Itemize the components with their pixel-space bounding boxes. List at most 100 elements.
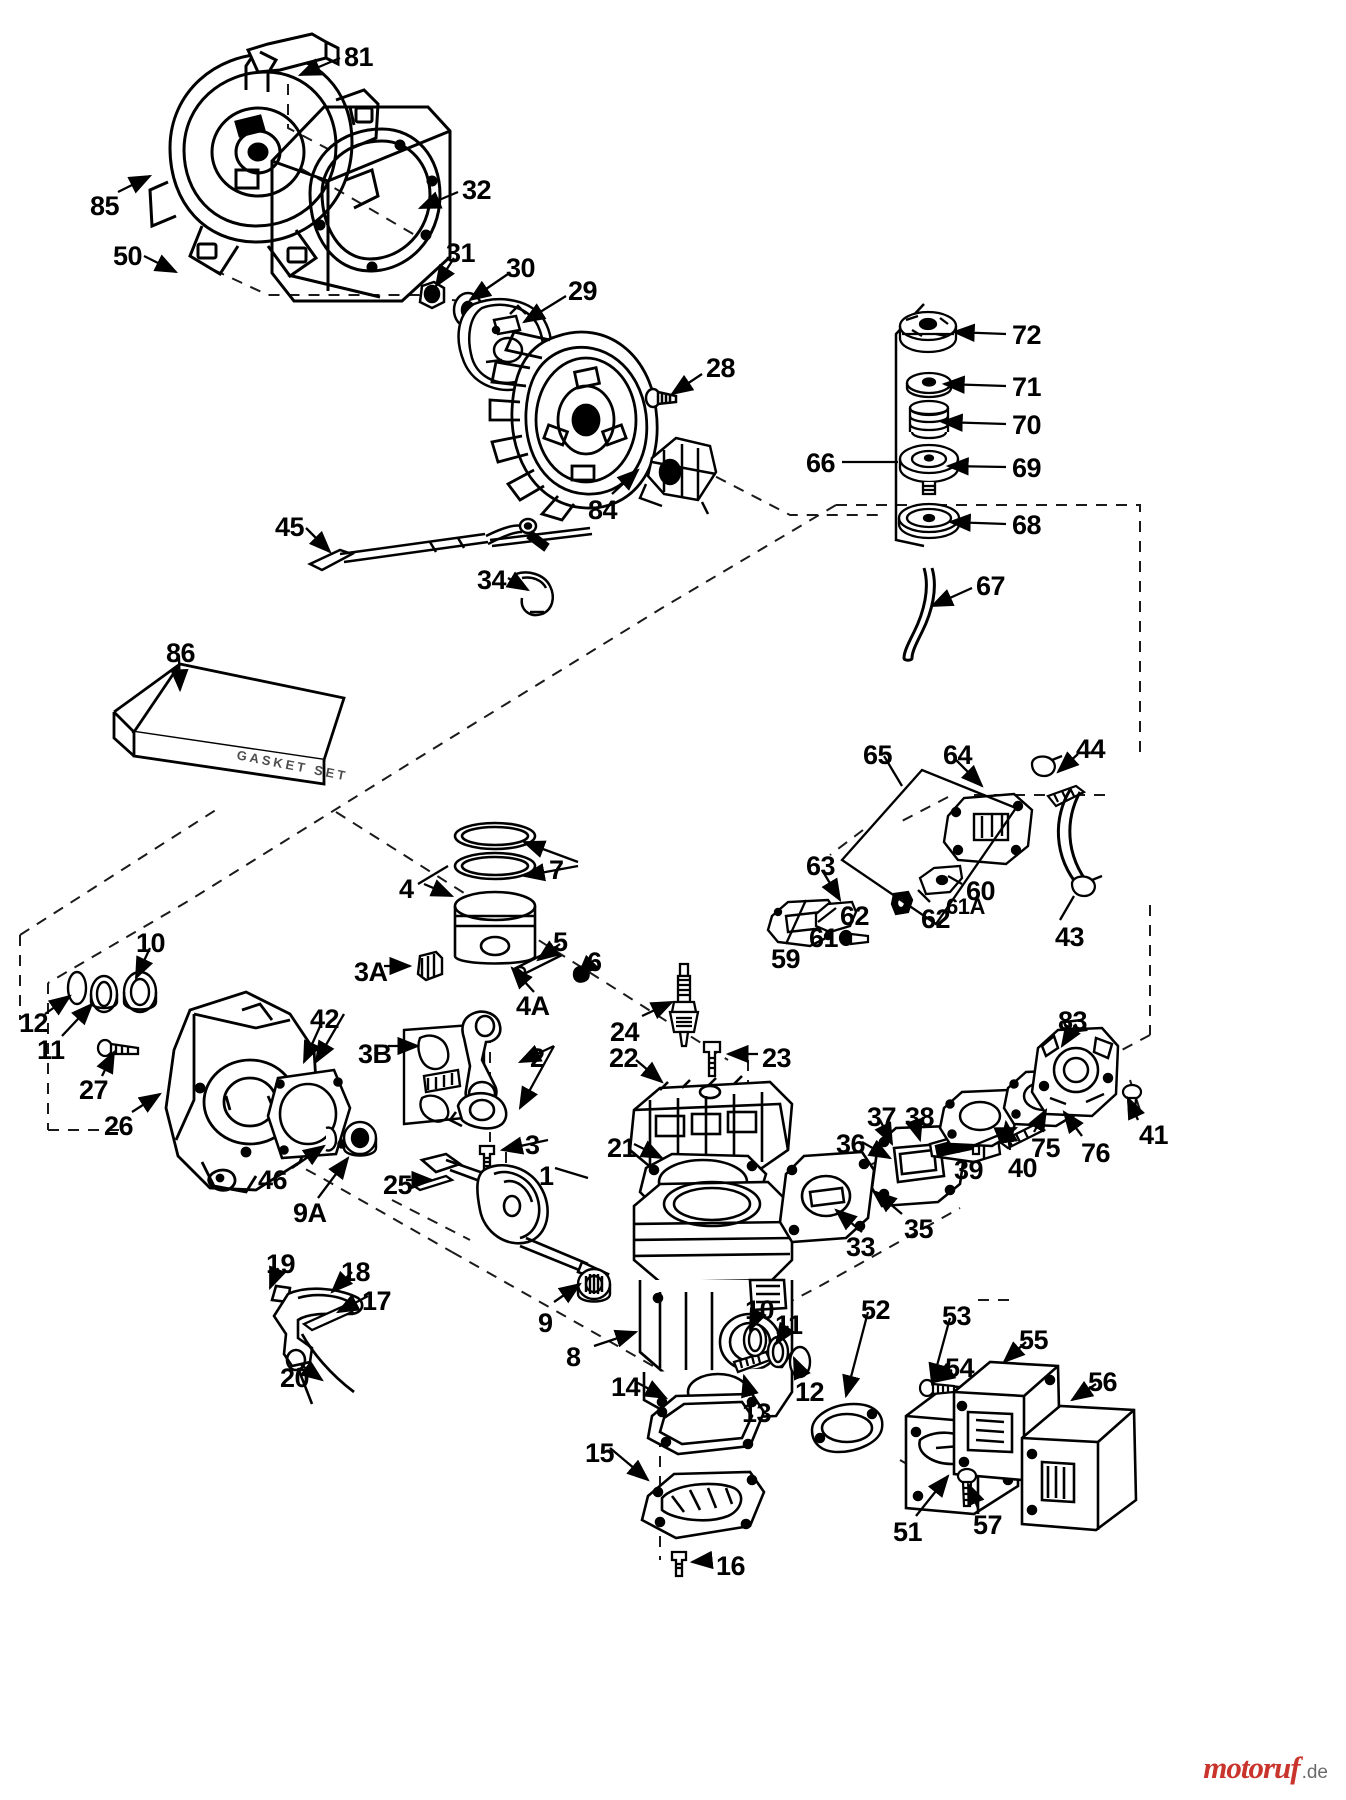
part-spark-plug-boot [510,568,566,618]
callout-31: 31 [446,238,476,268]
callout-4A: 4A [516,991,550,1021]
callout-60: 60 [966,876,996,906]
callout-11-a: 11 [37,1035,65,1065]
callout-18: 18 [341,1257,371,1287]
part-fuel-washer-71 [904,370,954,400]
part-wrist-pin-bearing [412,948,446,984]
callout-38: 38 [905,1102,935,1132]
callout-10-a: 10 [136,928,166,958]
part-main-bearing-10 [116,970,164,1022]
callout-7: 7 [549,855,564,885]
callout-12-a: 12 [19,1008,49,1038]
callout-56: 56 [1088,1367,1118,1397]
callout-45: 45 [275,512,305,542]
callout-67: 67 [976,571,1006,601]
callout-75: 75 [1031,1133,1061,1163]
callout-71: 71 [1012,372,1042,402]
part-fuel-cap-72 [896,308,960,358]
part-retaining-clip-46 [318,1122,342,1156]
watermark: motoruf .de [1203,1750,1328,1786]
callout-72: 72 [1012,320,1042,350]
part-spark-plug-24 [660,962,708,1048]
callout-3B: 3B [358,1039,392,1069]
part-muffler-cover-56 [1008,1392,1148,1532]
callout-25: 25 [383,1170,413,1200]
part-base-plate-15 [634,1466,774,1546]
part-muffler-gasket-52 [806,1400,888,1456]
part-muffler-bolt-57 [952,1467,982,1510]
callout-33: 33 [846,1232,876,1262]
callout-44: 44 [1076,734,1106,764]
callout-21: 21 [607,1133,637,1163]
part-carb-gasket-59 [770,904,772,906]
part-hose-clamp-44-lower [1066,872,1106,902]
callout-11-b: 11 [775,1310,803,1340]
callout-39: 39 [954,1155,984,1185]
callout-16: 16 [716,1551,746,1581]
part-crankcase-screw-27 [96,1036,142,1062]
callout-10-b: 10 [745,1295,775,1325]
callout-19: 19 [266,1249,296,1279]
callout-85: 85 [90,191,120,221]
callout-36: 36 [836,1129,866,1159]
callout-86: 86 [166,638,196,668]
callout-50: 50 [113,241,143,271]
part-carburetor-83 [1020,1018,1130,1130]
callout-55: 55 [1019,1325,1049,1355]
part-blower-housing [250,85,470,325]
callout-59: 59 [771,944,801,974]
callout-12-b: 12 [795,1377,825,1407]
callout-23: 23 [762,1043,792,1073]
callout-1: 1 [539,1161,554,1191]
callout-42: 42 [310,1004,340,1034]
callout-24: 24 [610,1017,640,1047]
part-rod-cap [448,1086,518,1132]
callout-6: 6 [587,947,602,977]
part-flywheel-bolt [644,386,680,410]
callout-2: 2 [530,1043,545,1073]
callout-69: 69 [1012,453,1042,483]
part-carb-screw-62a [838,926,872,952]
callout-43: 43 [1055,922,1085,952]
callout-9: 9 [538,1308,553,1338]
part-fuel-filter-68 [896,502,962,544]
callout-52: 52 [861,1295,891,1325]
callout-14: 14 [611,1372,641,1402]
part-flywheel-nut [414,278,450,312]
callout-57: 57 [973,1510,1003,1540]
part-muffler-bolt-54b [916,1368,918,1370]
callout-61: 61 [809,923,839,953]
part-flywheel [488,310,670,522]
part-piston-rings [440,820,550,970]
part-hose-clamp-44-upper [1026,752,1066,782]
part-muffler-bolt [918,1372,958,1402]
part-oil-seal-11 [84,972,124,1018]
callout-37: 37 [867,1102,897,1132]
callout-3A: 3A [354,957,388,987]
callout-26: 26 [104,1111,134,1141]
callout-32: 32 [462,175,492,205]
part-carb-screw-41 [1118,1082,1148,1116]
callout-76: 76 [1081,1138,1111,1168]
callout-70: 70 [1012,410,1042,440]
callout-28: 28 [706,353,736,383]
callout-84: 84 [588,495,618,525]
callout-3: 3 [525,1130,540,1160]
callout-53: 53 [942,1301,972,1331]
part-governor-pin-17 [300,1302,356,1332]
callout-5: 5 [553,927,568,957]
watermark-brand: motoruf [1203,1750,1300,1785]
part-fuel-spring-70 [904,399,954,446]
callout-13: 13 [742,1398,772,1428]
callout-29: 29 [568,276,598,306]
callout-34: 34 [477,565,507,595]
part-carb-kit-outline-65 [836,762,1026,932]
part-carb-plate-61A [916,864,966,898]
callout-30: 30 [506,253,536,283]
part-fuel-line-67 [898,562,948,662]
part-cylinder-head-22 [620,1070,800,1180]
callout-68: 68 [1012,510,1042,540]
callout-15: 15 [585,1438,615,1468]
callout-66: 66 [806,448,836,478]
part-carb-body-60 [940,790,1040,870]
